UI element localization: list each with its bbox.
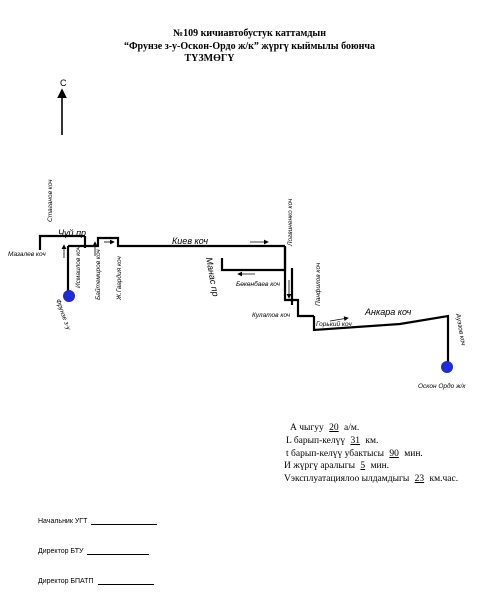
- stop-marker-start: [63, 290, 75, 302]
- header-line-1: №109 кичиавтобустук каттамдын: [173, 28, 326, 39]
- signature-ugt: Начальник УГТ: [38, 518, 158, 525]
- info-l-unit: км.: [365, 436, 379, 446]
- info-l-label: L барып-келүү: [286, 436, 346, 446]
- street-label-ismailov: Исмаилов коч: [75, 246, 82, 288]
- street-label-aiuezov: Ауэзов коч: [454, 312, 467, 347]
- street-label-bokonbaev: Бөкөнбаев коч: [236, 280, 281, 288]
- info-i-value: 5: [360, 461, 366, 471]
- info-t-label: t барып-келүү убактысы: [286, 449, 384, 459]
- info-v-unit: км.час.: [429, 474, 459, 484]
- info-l-row: L барып-келүү 31 км.: [286, 436, 378, 446]
- street-label-mazaliev: Мазалев коч: [8, 251, 46, 258]
- signature-ugt-label: Начальник УГТ: [38, 518, 88, 525]
- street-label-panfilov: Панфилов коч: [315, 262, 322, 306]
- route-line: [38, 234, 450, 365]
- info-t-row: t барып-келүү убактысы 90 мин.: [286, 449, 423, 459]
- info-i-unit: мин.: [370, 461, 390, 471]
- signature-bpatp: Директор БПАТП: [38, 578, 154, 585]
- header-line-2: “Фрунзе з-у-Оскон-Ордо ж/к” жүргү кыймыл…: [123, 41, 376, 52]
- info-i-label: И жүргү аралыгы: [284, 461, 355, 471]
- north-label: С: [60, 78, 67, 88]
- signature-btu-label: Директор БТУ: [38, 548, 84, 555]
- signature-ugt-line: [91, 524, 158, 525]
- info-a-value: 20: [329, 423, 339, 433]
- direction-arrow-gorky: [329, 316, 349, 322]
- info-a-label: А чыгуу: [290, 423, 324, 433]
- stop-label-start: Фрунзе з-у: [54, 298, 72, 331]
- info-a-row: А чыгуу 20 а/м.: [290, 423, 359, 433]
- info-t-value: 90: [389, 449, 399, 459]
- info-l-value: 31: [350, 436, 360, 446]
- info-a-unit: а/м.: [344, 423, 360, 433]
- street-label-manas: Манас пр: [204, 257, 221, 298]
- info-v-row: Vэксплуатациялоо ылдамдыгы 23 км.час.: [284, 474, 458, 484]
- street-label-baitemirov: Байтемиров коч: [94, 249, 102, 300]
- street-label-zh-gvardiya: Ж.Гвардия коч: [115, 256, 123, 301]
- stop-label-end: Оскон Ордо ж/к: [418, 382, 466, 390]
- signature-bpatp-line: [97, 584, 154, 585]
- signature-btu-line: [87, 554, 150, 555]
- street-label-kiev: Киев коч: [172, 236, 208, 246]
- street-label-gorky: Горький коч: [316, 320, 352, 328]
- info-i-row: И жүргү аралыгы 5 мин.: [284, 461, 389, 471]
- street-label-logvinenko: Логвиненко коч: [287, 198, 294, 247]
- street-label-ankara: Анкара коч: [364, 307, 412, 317]
- info-t-unit: мин.: [404, 449, 423, 459]
- stop-marker-end: [441, 361, 453, 373]
- signature-btu: Директор БТУ: [38, 548, 150, 555]
- street-label-kulatov: Кулатов коч: [252, 312, 291, 319]
- signature-bpatp-label: Директор БПАТП: [38, 578, 94, 585]
- street-label-chuy: Чүй пр: [58, 228, 86, 238]
- info-v-label: Vэксплуатациялоо ылдамдыгы: [284, 474, 410, 484]
- header-line-3: ТҮЗМӨГҮ: [184, 53, 235, 64]
- street-label-staganov: Стаганов коч: [47, 179, 54, 222]
- info-v-value: 23: [414, 474, 425, 484]
